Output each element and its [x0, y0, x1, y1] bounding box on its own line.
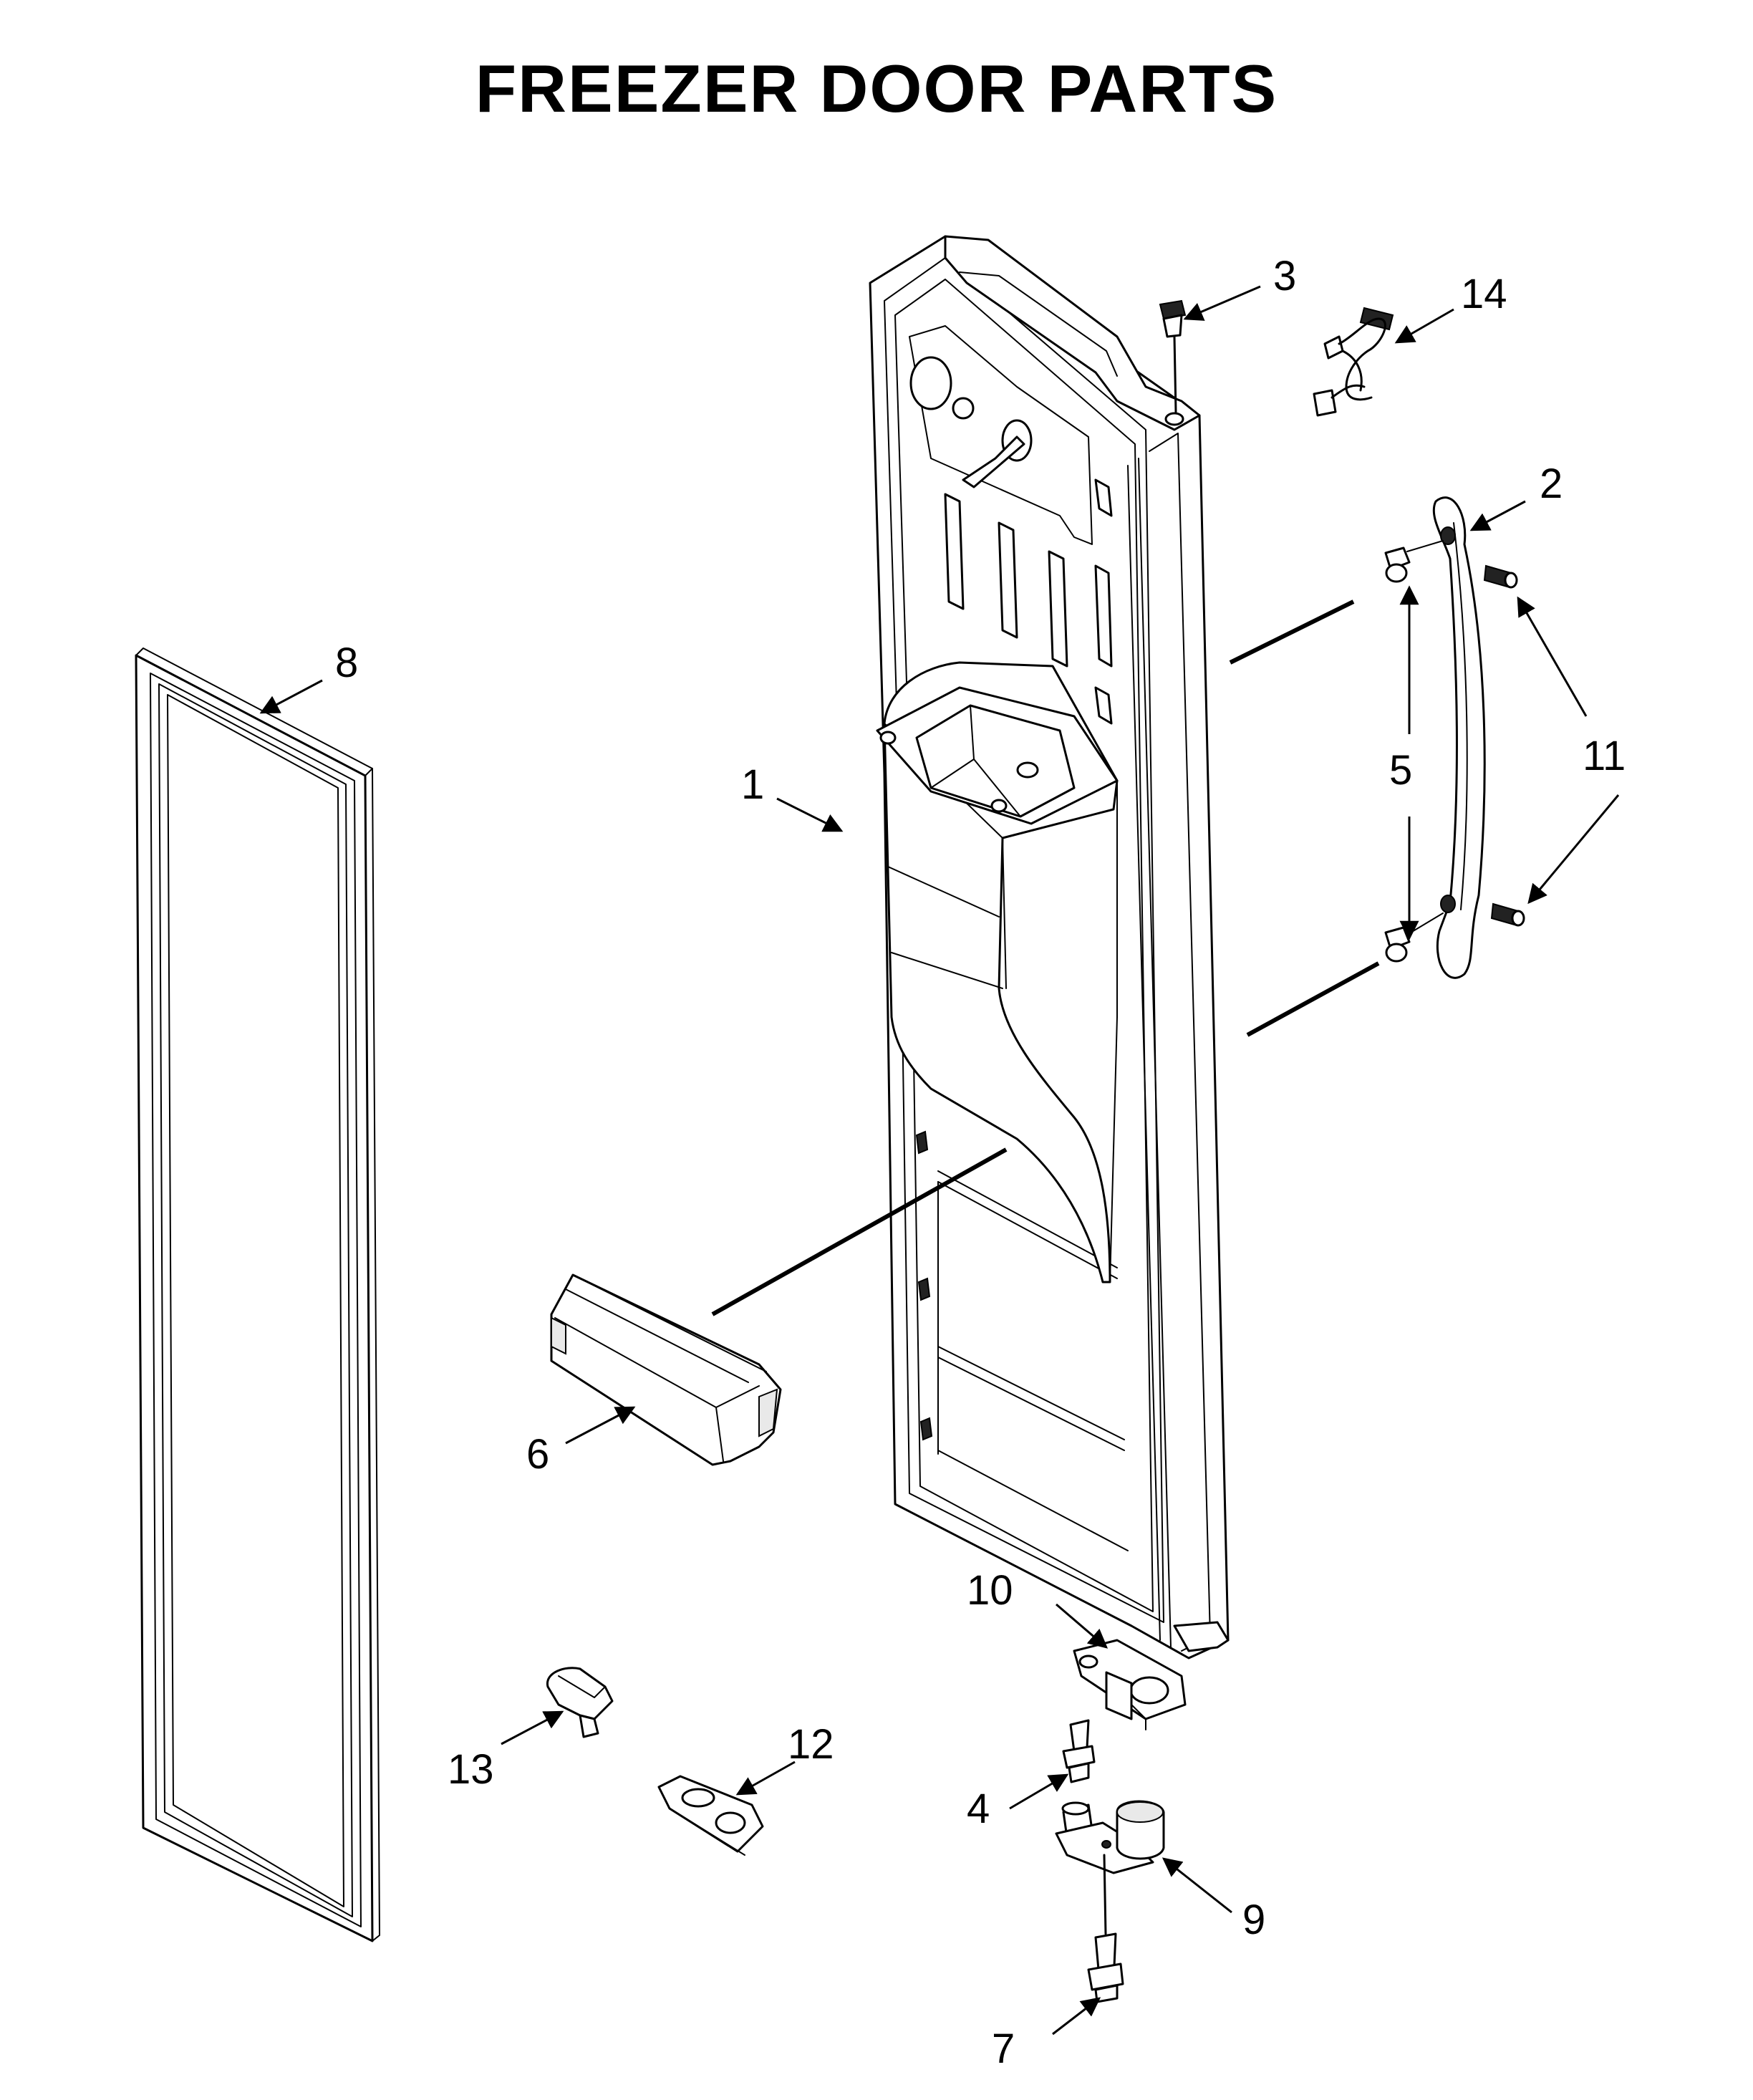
dispenser-housing-part[interactable] [876, 661, 1119, 1283]
hinge-screw-part[interactable] [1087, 1854, 1124, 2003]
clip-part[interactable] [546, 1667, 614, 1738]
callout-6: 6 [526, 1431, 549, 1478]
callout-1: 1 [741, 761, 764, 808]
lower-hinge-plate-part[interactable] [1073, 1639, 1187, 1730]
cap-part[interactable] [1159, 299, 1187, 426]
callout-7: 7 [992, 2026, 1015, 2072]
door-gasket-part[interactable] [135, 647, 380, 1942]
callout-13: 13 [448, 1746, 494, 1793]
diagram-title: FREEZER DOOR PARTS [475, 51, 1278, 126]
hinge-bushing-part[interactable] [1055, 1800, 1165, 1874]
callout-14: 14 [1461, 271, 1507, 317]
callout-12: 12 [788, 1721, 834, 1768]
handle-mounting-stud-part[interactable] [1384, 540, 1444, 963]
freezer-door-assembly [869, 235, 1230, 1660]
callout-4: 4 [967, 1786, 990, 1832]
callout-9: 9 [1242, 1897, 1265, 1943]
callout-2: 2 [1540, 461, 1563, 507]
callout-5: 5 [1389, 747, 1412, 794]
bracket-part[interactable] [657, 1775, 764, 1856]
assembly-lines [711, 599, 1380, 1316]
callout-3: 3 [1273, 253, 1296, 299]
hinge-bolt-part[interactable] [1062, 1719, 1096, 1783]
door-bin-part[interactable] [550, 1273, 782, 1466]
callout-labels: 3 14 2 8 1 5 11 6 10 4 9 7 13 12 [335, 253, 1626, 2072]
handle-set-screw-part[interactable] [1483, 564, 1525, 927]
wire-harness-part[interactable] [1313, 307, 1394, 417]
callout-10: 10 [967, 1567, 1013, 1614]
callout-8: 8 [335, 640, 358, 686]
callout-leaders [259, 285, 1620, 2036]
door-handle-part[interactable] [1432, 496, 1486, 979]
callout-11: 11 [1583, 733, 1626, 779]
